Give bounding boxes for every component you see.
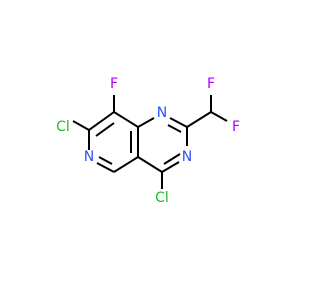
bond-c5-n6 xyxy=(96,162,115,173)
nitrogen-1-label: N xyxy=(157,105,167,121)
nitrogen-6-label: N xyxy=(84,149,94,165)
bond-c5-n6-inner xyxy=(98,156,113,165)
fluorine-c8-label: F xyxy=(110,76,118,92)
chlorine-c7-label: Cl xyxy=(56,119,70,135)
bond-n1-c2 xyxy=(169,117,188,128)
fluorine-chf2-a-label: F xyxy=(207,76,215,92)
bonds xyxy=(72,95,228,189)
bond-chf2-f-b xyxy=(210,111,228,122)
bond-c7-c8 xyxy=(88,111,115,131)
bond-n1-c2-inner xyxy=(167,124,182,133)
nitrogen-3-label: N xyxy=(182,149,192,165)
bond-c4-c4a xyxy=(137,156,163,173)
bond-c7-c8-inner xyxy=(95,122,115,137)
atom-labels: Cl F N N N F F Cl xyxy=(56,76,240,206)
bond-c8-c8a xyxy=(113,111,139,128)
bond-n3-c4-inner xyxy=(163,153,181,165)
bond-c4a-c5 xyxy=(113,156,139,173)
bond-c8a-n1 xyxy=(137,117,155,128)
molecule-structure: Cl F N N N F F Cl xyxy=(56,76,240,206)
fluorine-chf2-b-label: F xyxy=(232,119,240,135)
bond-c2-chf2 xyxy=(186,111,212,128)
bond-n3-c4 xyxy=(161,161,180,173)
chlorine-c4-label: Cl xyxy=(155,190,169,206)
bond-c7-cl xyxy=(72,120,90,131)
